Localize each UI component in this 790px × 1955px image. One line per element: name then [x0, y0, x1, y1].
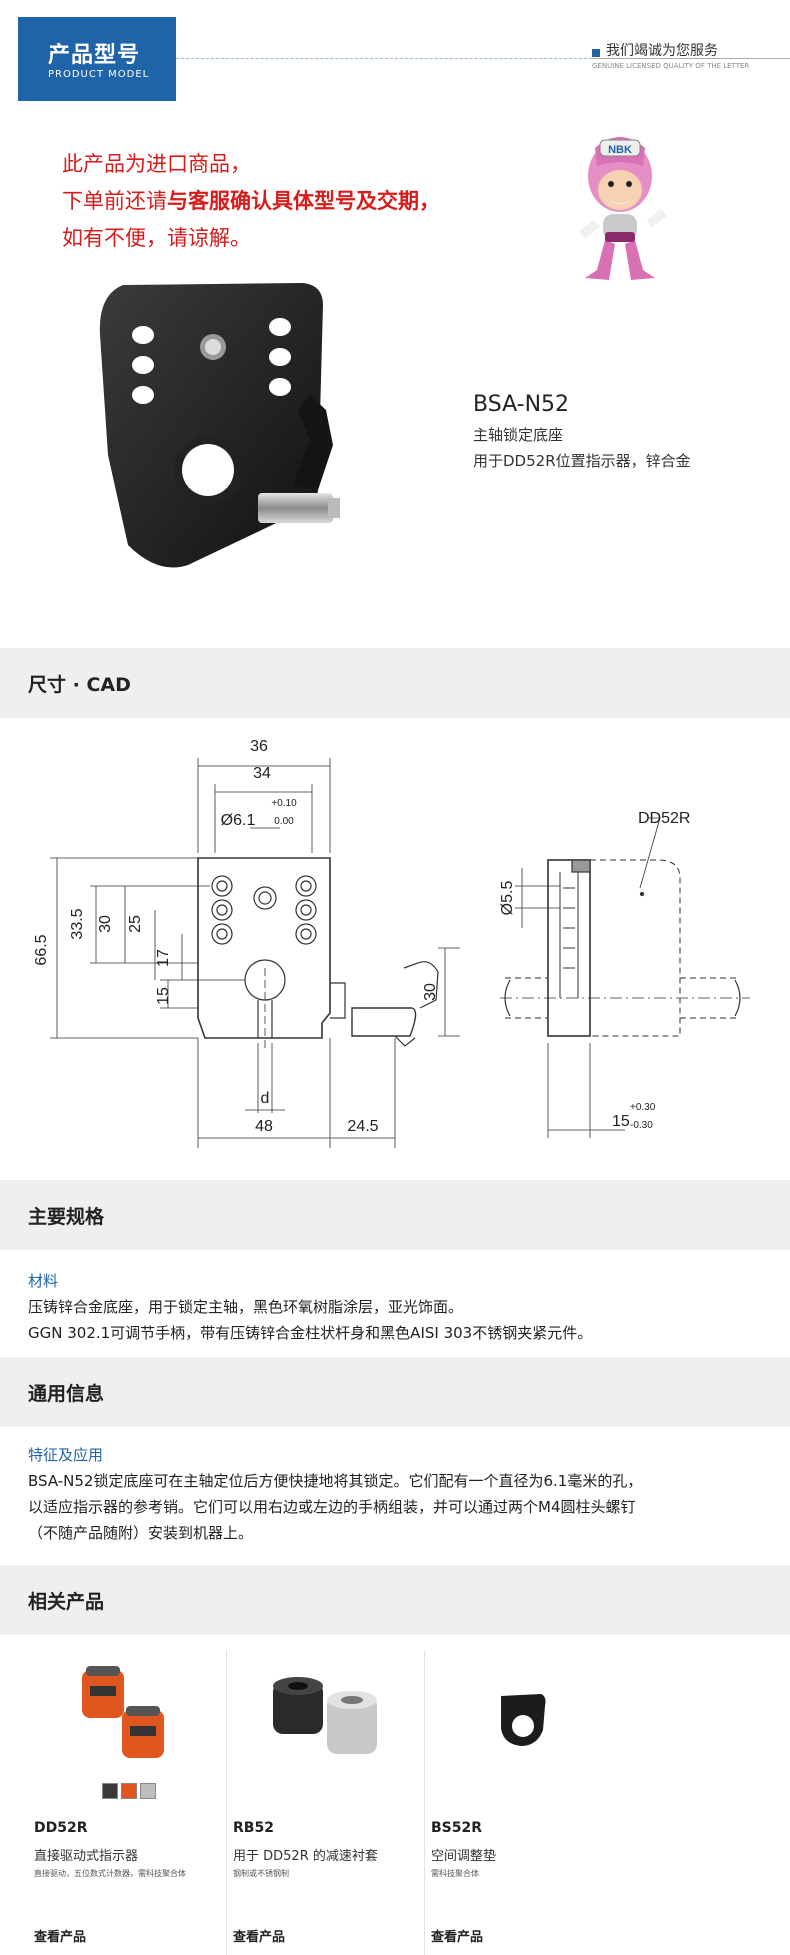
product-model-badge: 产品型号 PRODUCT MODEL [18, 17, 176, 101]
related-code: DD52R [34, 1820, 88, 1836]
header-title-en: PRODUCT MODEL [48, 69, 150, 80]
dim-33-5: 33.5 [69, 908, 86, 939]
bs52r-product-image [501, 1694, 546, 1746]
related-card-bs52r[interactable]: BS52R 空间调整垫 需科技聚合体 查看产品 [425, 1650, 625, 1955]
related-name: 用于 DD52R 的减速衬套 [233, 1849, 378, 1864]
specs-line-1: 压铸锌合金底座，用于锁定主轴，黑色环氧树脂涂层，亚光饰面。 [28, 1298, 464, 1316]
view-product-link[interactable]: 查看产品 [233, 1930, 286, 1945]
notice-line-1: 此产品为进口商品， [62, 152, 251, 176]
dd52r-product-image [82, 1666, 164, 1758]
notice-line-2b: 与客服确认具体型号及交期， [167, 189, 440, 213]
dim-24-5: 24.5 [347, 1118, 378, 1135]
related-code: BS52R [431, 1820, 483, 1836]
slogan-underline [592, 58, 790, 59]
dim-30: 30 [97, 915, 114, 933]
specs-label: 材料 [28, 1272, 59, 1290]
dim-d: d [261, 1090, 270, 1107]
slogan-en: GENUINE LICENSED QUALITY OF THE LETTER [592, 62, 750, 70]
side-tol-lower: -0.30 [630, 1120, 653, 1131]
dim-hole-tol-upper: +0.10 [271, 798, 297, 809]
section-general-title: 通用信息 [28, 1383, 105, 1405]
product-desc-1: 主轴锁定底座 [473, 426, 564, 444]
header-divider [176, 58, 592, 59]
color-swatch-orange[interactable] [121, 1783, 137, 1799]
dim-right-30: 30 [422, 983, 439, 1001]
related-small: 钢制或不锈钢制 [233, 1869, 289, 1878]
import-notice: 此产品为进口商品， 下单前还请与客服确认具体型号及交期， 如有不便，请谅解。 [62, 146, 440, 257]
related-small: 需科技聚合体 [431, 1869, 479, 1878]
header-title-cn: 产品型号 [48, 43, 141, 68]
color-swatch-grey[interactable] [140, 1783, 156, 1799]
product-name: BSA-N52 [473, 392, 570, 417]
section-specs-title: 主要规格 [28, 1206, 105, 1228]
section-cad-title: 尺寸 · CAD [28, 674, 131, 696]
specs-line-2: GGN 302.1可调节手柄，带有压铸锌合金柱状杆身和黑色AISI 303不锈钢… [28, 1324, 593, 1342]
side-hole-dia: Ø5.5 [499, 881, 516, 916]
rb52-product-image [273, 1677, 377, 1754]
slogan-cn: 我们竭诚为您服务 [606, 43, 718, 59]
dim-48: 48 [255, 1118, 273, 1135]
dim-66-5: 66.5 [33, 934, 50, 965]
notice-line-2a: 下单前还请 [62, 189, 167, 213]
product-photo [99, 283, 340, 568]
specs-text: 压铸锌合金底座，用于锁定主轴，黑色环氧树脂涂层，亚光饰面。 GGN 302.1可… [28, 1294, 592, 1346]
view-product-link[interactable]: 查看产品 [431, 1930, 484, 1945]
dim-34: 34 [253, 765, 271, 782]
section-cad-header: 尺寸 · CAD [0, 648, 790, 718]
section-related-header: 相关产品 [0, 1565, 790, 1635]
related-card-rb52[interactable]: RB52 用于 DD52R 的减速衬套 钢制或不锈钢制 查看产品 [227, 1650, 424, 1955]
slogan-square-icon [592, 49, 600, 57]
related-divider [424, 1650, 425, 1955]
dim-hole-diameter: Ø6.1 [221, 812, 256, 829]
product-desc-2: 用于DD52R位置指示器，锌合金 [473, 452, 691, 470]
dim-15: 15 [155, 987, 172, 1005]
side-label-dd52r: DD52R [638, 810, 690, 827]
related-divider [226, 1650, 227, 1955]
color-swatch-black[interactable] [102, 1783, 118, 1799]
related-small: 直接驱动，五位数式计数器，需科技聚合体 [34, 1869, 186, 1878]
side-width-15: 15 [612, 1113, 630, 1130]
dim-17: 17 [155, 949, 172, 967]
general-line-3: （不随产品随附）安装到机器上。 [28, 1524, 254, 1542]
general-line-1: BSA-N52锁定底座可在主轴定位后方便快捷地将其锁定。它们配有一个直径为6.1… [28, 1472, 643, 1490]
product-description: 主轴锁定底座 用于DD52R位置指示器，锌合金 [473, 422, 691, 474]
notice-line-3: 如有不便，请谅解。 [62, 226, 251, 250]
general-label: 特征及应用 [28, 1446, 104, 1464]
cad-drawing: 36 34 Ø6.1 +0.10 0.00 66.5 33.5 30 25 17… [33, 738, 750, 1148]
side-tol-upper: +0.30 [630, 1102, 656, 1113]
general-line-2: 以适应指示器的参考销。它们可以用右边或左边的手柄组装，并可以通过两个M4圆柱头螺… [28, 1498, 636, 1516]
section-related-title: 相关产品 [28, 1591, 105, 1613]
related-name: 空间调整垫 [431, 1849, 497, 1864]
mascot-image: NBK [579, 137, 667, 280]
section-specs-header: 主要规格 [0, 1180, 790, 1250]
related-card-dd52r[interactable]: DD52R 直接驱动式指示器 直接驱动，五位数式计数器，需科技聚合体 查看产品 [0, 1650, 226, 1955]
mascot-badge-text: NBK [608, 144, 632, 156]
view-product-link[interactable]: 查看产品 [34, 1930, 87, 1945]
general-text: BSA-N52锁定底座可在主轴定位后方便快捷地将其锁定。它们配有一个直径为6.1… [28, 1468, 642, 1546]
dim-hole-tol-lower: 0.00 [274, 816, 294, 827]
related-code: RB52 [233, 1820, 274, 1836]
section-general-header: 通用信息 [0, 1357, 790, 1427]
dim-25: 25 [127, 915, 144, 933]
related-name: 直接驱动式指示器 [34, 1849, 139, 1864]
notice-line-2: 下单前还请与客服确认具体型号及交期， [62, 183, 440, 220]
dim-36: 36 [250, 738, 268, 755]
